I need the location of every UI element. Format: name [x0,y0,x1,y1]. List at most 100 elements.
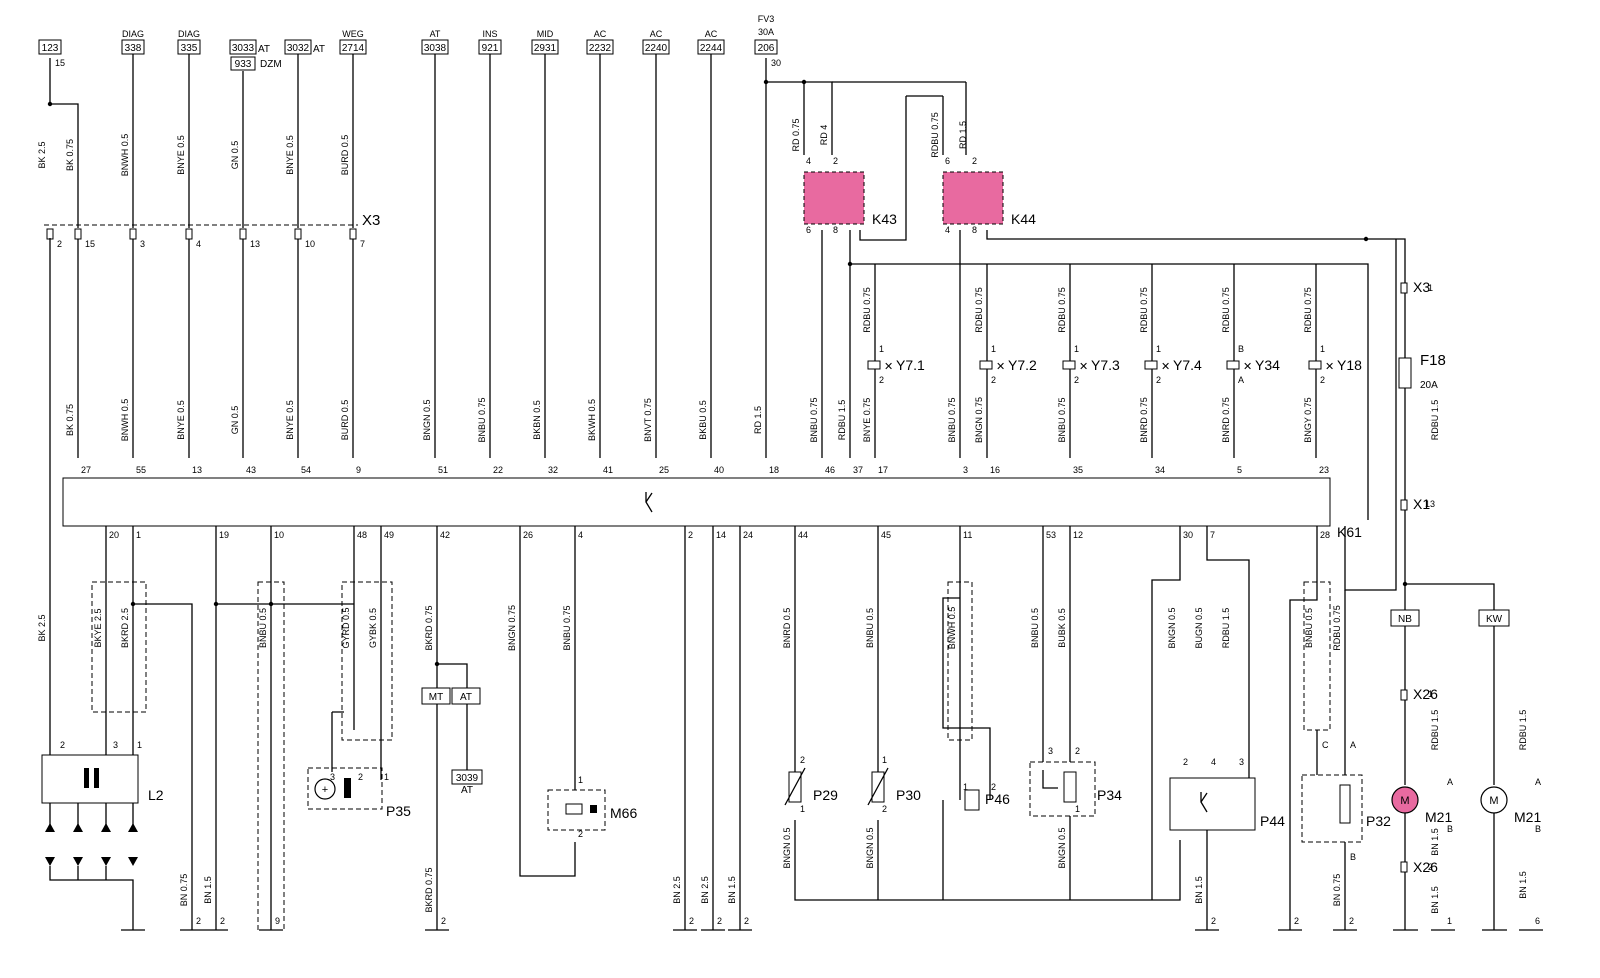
connector-x3-pin-number: 3 [140,239,145,249]
ecu-pin-top: 55 [136,465,146,475]
valve-pin: 1 [1074,344,1079,354]
fuse-number-3038: 3038 [424,43,447,54]
fuse-number-2240: 2240 [645,43,668,54]
ecu-wire-label: BKBU 0.5 [698,400,708,440]
sensor-p30-label: P30 [896,787,921,803]
valve-symbol-icon: ✕ [1161,361,1170,373]
fuse-label-at-2: AT [313,44,325,55]
component-pin: 2 [578,829,583,839]
fuse-label-at-1: AT [258,44,270,55]
wire-label-lower: RDBU 1.5 [1430,400,1440,441]
valve-pin: 2 [1320,375,1325,385]
valve-m66-label: M66 [610,805,637,821]
valve-pin: B [1238,344,1244,354]
ecu-wire-label: BKBN 0.5 [532,400,542,440]
ecu-pin-top: 27 [81,465,91,475]
ecu-pin-bottom: 11 [963,530,972,540]
connector-x3-pin [294,228,302,240]
fuse-header-335: DIAG [178,29,200,39]
ecu-wire-label: GN 0.5 [230,406,240,435]
fuse-header-921: INS [482,29,497,39]
coil-l2 [41,754,139,804]
wire-label-lower: BNGN 0.5 [1057,827,1067,868]
ecu-pin-top: 18 [769,465,779,475]
valve-pin: 1 [1156,344,1161,354]
component-pin: 2 [800,755,805,765]
component-pin: A [1447,777,1453,787]
ecu-wire-label: BNVT 0.75 [643,398,653,442]
ecu-pin-bottom: 48 [357,530,367,540]
svg-text:+: + [322,784,328,796]
ecu-pin-top: 23 [1319,465,1329,475]
valve-pin: 1 [879,344,884,354]
fuse-header-3038: AT [430,29,441,39]
ecu-wire-label: BNBU 0.75 [809,397,819,442]
wire-label-lower: BKYE 2.5 [93,608,103,647]
ecu-pin-bottom: 53 [1046,530,1056,540]
component-pin: B [1535,824,1541,834]
fuse-number-335: 335 [181,43,198,54]
ecu-pin-bottom: 2 [688,530,693,540]
ecu-pin-bottom: 28 [1320,530,1330,540]
ecu-pin-top: 13 [192,465,202,475]
ecu-k61-body [62,477,1331,527]
wire-label-lower: GYBK 0.5 [368,608,378,648]
fuse-header-206: FV3 [758,14,775,24]
wire-label-lower: RDBU 0.75 [1332,605,1342,651]
wire-label-lower: BNBU 0.5 [258,608,268,648]
ecu-wire-label: RD 1.5 [753,406,763,434]
fuse-number-3032: 3032 [287,43,310,54]
fuse-number-338: 338 [125,43,142,54]
fuse-number-206: 206 [758,43,775,54]
wire-label-lower: BN 1.5 [1430,828,1440,856]
valve-wire-label: BNRD 0.75 [1221,397,1231,443]
connector-x3-pin [185,228,193,240]
valve-wire-label: BNGN 0.75 [974,397,984,443]
wire-label-lower: BKRD 0.75 [424,605,434,650]
wire-label-lower: RDBU 1.5 [1221,608,1231,649]
fuse-header-2244: AC [705,29,718,39]
wire-label-lower: BUGN 0.5 [1194,607,1204,648]
wire-label-lower: BN 1.5 [727,876,737,904]
wire-label-lower: BNBU 0.75 [562,605,572,650]
ecu-pin-top: 3 [963,465,968,475]
ecu-wire-label: BK 0.75 [65,404,75,436]
connector-x3-pin-number: 13 [250,239,260,249]
wire-label-lower: BNRD 0.5 [782,608,792,649]
fuse-rating-206: 30A [758,27,774,37]
ecu-pin-top: 37 [853,465,863,475]
tag-nb-label: NB [1398,614,1412,625]
valve-label: Y7.3 [1091,357,1120,373]
fuse-label-dzm: DZM [260,59,282,70]
wire-label-lower: BN 1.5 [1430,886,1440,914]
connector-x3-pin-number: 7 [360,239,365,249]
wire-label-lower: BNWH 0.5 [947,607,957,650]
ecu-wire-label: BNBU 0.75 [947,397,957,442]
component-pin: 4 [1211,757,1216,767]
ecu-pin-top: 22 [493,465,503,475]
fuse-header-2240: AC [650,29,663,39]
component-pin: 2 [1428,862,1433,872]
connector-x3-pin [74,228,82,240]
ecu-pin-bottom: 1 [136,530,141,540]
ground-pin-number: 2 [441,916,446,926]
sensor-p44-body [1169,777,1256,831]
fuse-f18-label: F18 [1420,352,1446,369]
wire-label-lower: BNGN 0.5 [1167,607,1177,648]
relay-k44-label: K44 [1011,211,1036,227]
ecu-pin-top: 34 [1155,465,1165,475]
fuse-number-933: 933 [235,59,252,70]
ground-pin-number: 2 [220,916,225,926]
fuse-box-933 [230,56,256,71]
ecu-pin-bottom: 12 [1073,530,1083,540]
fuse-f18 [1398,357,1412,389]
connector-x3-pin-number: 2 [57,239,62,249]
tag-mt-label: MT [429,692,443,703]
component-pin: 1 [1075,804,1080,814]
ecu-pin-bottom: 30 [1183,530,1193,540]
connector-x3-pin [239,228,247,240]
static-wiring: 933 DZM AT AT [41,44,1510,931]
